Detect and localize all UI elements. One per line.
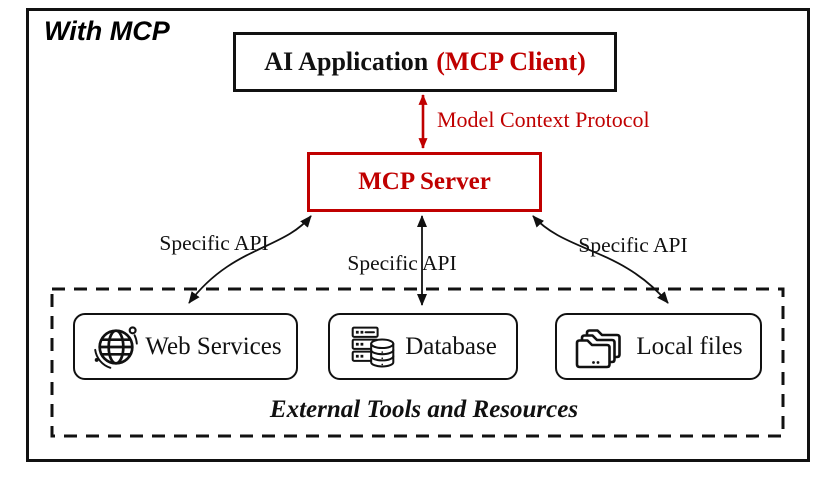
external-tools-label: External Tools and Resources [269,396,579,423]
database-server-icon [349,320,397,374]
stacked-folders-icon [574,324,624,370]
diagram-title: With MCP [44,16,170,46]
ai-application-label: AI Application [264,47,429,76]
local-files-box: Local files [555,313,762,380]
specific-api-label-right: Specific API [578,233,688,257]
web-services-label: Web Services [145,332,282,360]
globe-network-icon [89,320,143,374]
model-context-protocol-label: Model Context Protocol [437,107,650,132]
specific-api-label-middle: Specific API [347,251,457,275]
specific-api-label-left: Specific API [159,231,269,255]
ai-application-box: AI Application (MCP Client) [233,32,617,92]
web-services-box: Web Services [73,313,298,380]
database-label: Database [405,332,497,360]
database-box: Database [328,313,518,380]
mcp-client-label: (MCP Client) [436,47,586,76]
mcp-server-label: MCP Server [358,168,491,195]
mcp-server-box: MCP Server [307,152,542,212]
local-files-label: Local files [636,332,743,360]
